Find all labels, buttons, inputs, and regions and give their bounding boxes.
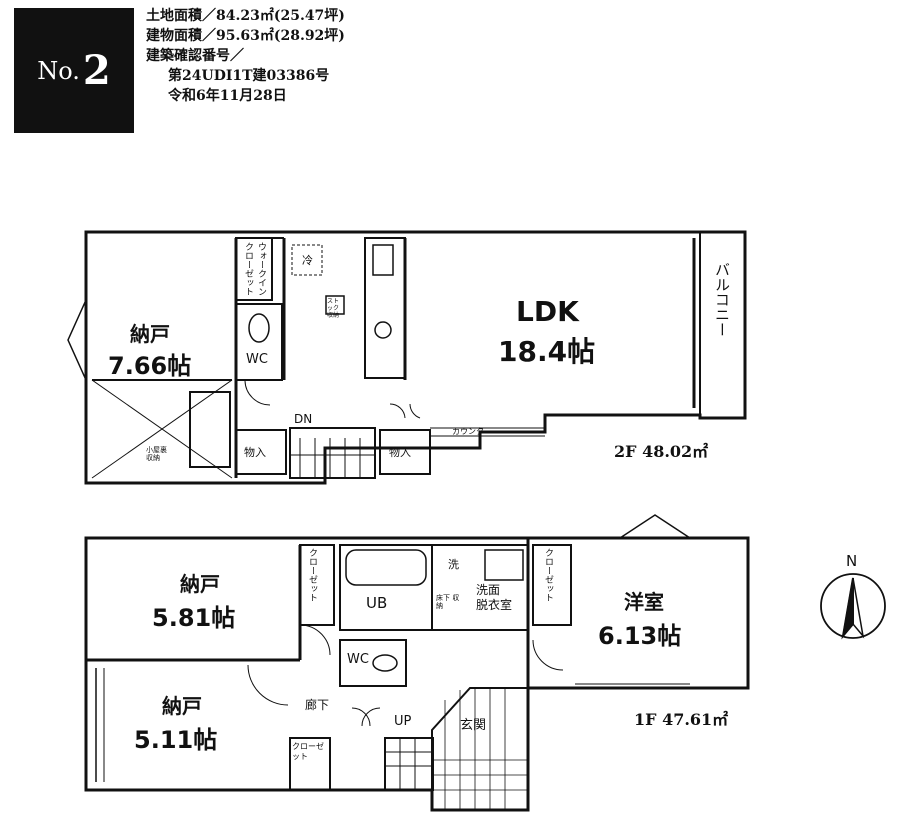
washroom-label: 洗面 脱衣室 <box>476 583 513 612</box>
north-compass <box>820 573 886 640</box>
floor2-walls <box>67 230 747 485</box>
linen-label: 床下 収納 <box>436 594 460 610</box>
storage-b-label: 納戸 <box>162 694 202 718</box>
western-room-label: 洋室 <box>624 590 664 614</box>
washer-label: 洗 <box>448 558 459 571</box>
storage-left-2f: 物入 <box>244 446 266 459</box>
entrance-label: 玄関 <box>460 718 487 733</box>
land-area: 土地面積／84.23㎡(25.47坪) <box>146 8 345 24</box>
western-room-size: 6.13帖 <box>598 622 682 650</box>
down-label: DN <box>294 412 313 426</box>
wc-2f-label: WC <box>246 352 268 367</box>
permit-date: 令和6年11月28日 <box>168 88 287 104</box>
building-area: 建物面積／95.63㎡(28.92坪) <box>146 28 345 44</box>
plan-number-badge: No. 2 <box>14 8 134 133</box>
ldk-size: 18.4帖 <box>498 335 596 368</box>
closet-a-label: クローゼット <box>307 548 317 602</box>
plan-number-prefix: No. <box>37 56 80 85</box>
attic-label: 小屋裏 収納 <box>146 446 167 462</box>
hallway-label: 廊下 <box>305 698 330 712</box>
bath-label: UB <box>366 594 388 612</box>
floor2-area: 2F 48.02㎡ <box>614 442 709 461</box>
storage-a-label: 納戸 <box>180 572 220 596</box>
closet-c-label: クローゼット <box>292 742 324 761</box>
permit-label: 建築確認番号／ <box>146 48 244 64</box>
storage-2f-label: 納戸 <box>130 322 170 346</box>
storage-a-size: 5.81帖 <box>152 604 236 632</box>
counter-label: カウンター <box>452 427 492 436</box>
up-label: UP <box>394 714 412 729</box>
compass-north-label: N <box>846 552 858 570</box>
balcony-label: バルコニー <box>713 262 731 337</box>
ldk-label: LDK <box>516 295 579 328</box>
storage-2f-size: 7.66帖 <box>108 352 192 380</box>
floor1-walls <box>84 514 750 812</box>
floor1-area: 1F 47.61㎡ <box>634 710 729 729</box>
utility-label: ストック収納 <box>327 298 340 319</box>
permit-number: 第24UDI1T建03386号 <box>168 68 330 84</box>
closet-2f-label: ウォークインクローゼット <box>243 242 266 296</box>
fridge-label: 冷 <box>302 254 313 267</box>
plan-number: 2 <box>82 47 111 94</box>
storage-right-2f: 物入 <box>389 446 411 459</box>
closet-b-label: クローゼット <box>543 548 553 602</box>
property-info: 土地面積／84.23㎡(25.47坪) 建物面積／95.63㎡(28.92坪) … <box>146 6 345 106</box>
wc-1f-label: WC <box>347 652 369 667</box>
storage-b-size: 5.11帖 <box>134 726 218 754</box>
